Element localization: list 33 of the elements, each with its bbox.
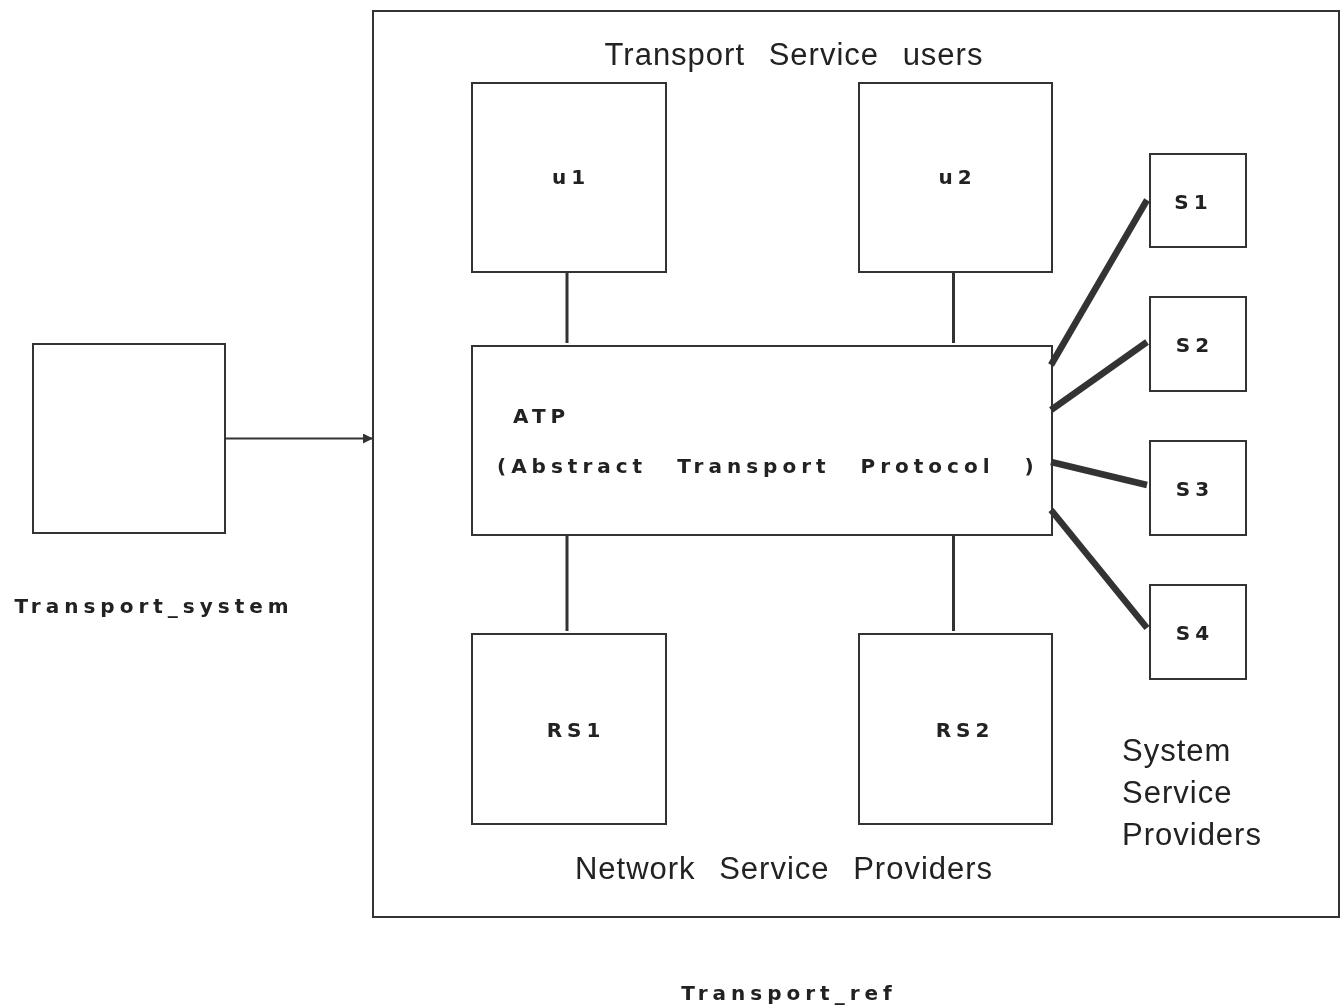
label-text: Transport Service users (603, 36, 985, 74)
label-text: Transport_system (13, 593, 295, 620)
box-label: S4 (1174, 620, 1216, 647)
label-text: Transport_ref (680, 980, 898, 1007)
process-box (471, 345, 1053, 536)
box-label: u1 (550, 164, 592, 191)
box-label: ATP (513, 403, 572, 430)
process-box (1149, 153, 1247, 248)
connector-line (1049, 339, 1149, 413)
box-label: S3 (1174, 476, 1216, 503)
process-box (858, 633, 1053, 825)
connector-line (952, 271, 955, 343)
connector-line (1048, 198, 1150, 367)
box-label: S1 (1173, 189, 1214, 216)
process-box (858, 82, 1053, 273)
arrow (225, 433, 373, 444)
label-text: Network Service Providers (573, 850, 995, 888)
process-box (471, 82, 667, 273)
label-text: (Abstract Transport Protocol ) (497, 453, 1040, 480)
process-box (1149, 296, 1247, 392)
process-box (1149, 440, 1247, 536)
connector-line (952, 534, 955, 631)
box-label: RS1 (545, 717, 607, 744)
box-label: u2 (937, 164, 978, 191)
box-label: S2 (1174, 332, 1216, 359)
connector-line (1048, 507, 1150, 631)
box-label: RS2 (934, 717, 996, 744)
label-text: System Service Providers (1122, 732, 1263, 854)
connector-line (565, 534, 569, 631)
process-box (471, 633, 667, 825)
connector-line (565, 271, 569, 343)
connector-line (1050, 458, 1148, 489)
process-box (1149, 584, 1247, 680)
